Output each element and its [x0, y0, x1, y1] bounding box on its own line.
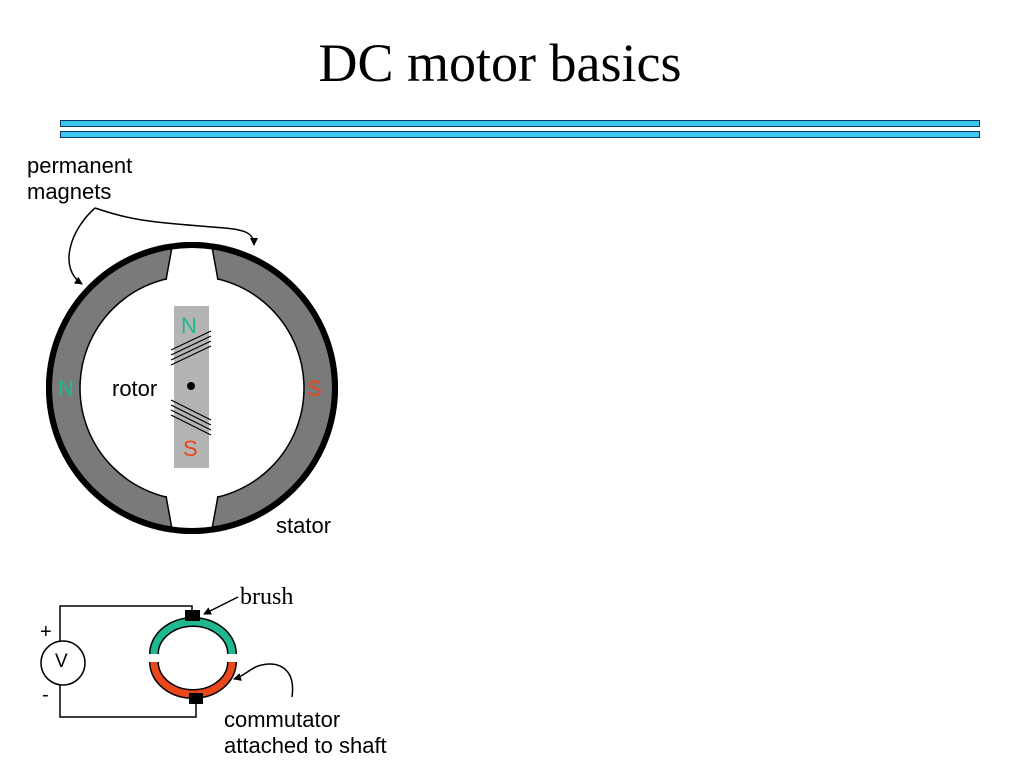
title-rule-top [60, 120, 980, 127]
rotor-winding-bottom [170, 399, 212, 436]
brush-label: brush [240, 584, 294, 610]
voltage-symbol: V [55, 651, 68, 672]
commutator-pointer-arrow [233, 663, 294, 698]
brush-bottom [189, 693, 203, 704]
rotor-north-pole: N [181, 313, 197, 338]
brush-pointer-arrow [203, 596, 239, 615]
stator-north-pole: N [58, 376, 74, 401]
commutator-label: commutator attached to shaft [224, 707, 387, 760]
brush-top [185, 610, 200, 621]
magnet-edge-top-left [165, 246, 173, 281]
magnet-edge-top-right [211, 246, 219, 281]
magnets-label-line1: permanent [27, 153, 133, 178]
rotor-label: rotor [112, 376, 158, 401]
magnets-pointer-arrow-left [68, 207, 96, 285]
rotor-shaft [187, 382, 195, 390]
plus-sign: + [40, 621, 52, 643]
rotor-south-pole: S [183, 436, 198, 461]
magnet-gap-top [166, 243, 218, 280]
voltage-source [40, 640, 86, 686]
commutator-label-line1: commutator [224, 707, 341, 732]
stator-ring-outline [46, 242, 338, 534]
rotor-winding-top [170, 330, 212, 366]
magnets-label: permanent magnets [27, 153, 132, 206]
stator-label: stator [276, 513, 332, 538]
minus-sign: - [42, 684, 49, 706]
magnets-pointer-arrow-right [94, 207, 258, 246]
magnet-edge-bottom-left [165, 495, 173, 530]
commutator-segment-north-fill [150, 618, 236, 655]
stator-south-pole: S [307, 376, 322, 401]
commutator-label-line2: attached to shaft [224, 733, 387, 759]
circuit-wires [59, 605, 197, 718]
magnet-edge-bottom-right [211, 495, 219, 530]
magnets-label-line2: magnets [27, 179, 112, 205]
magnet-gap-bottom [166, 496, 218, 533]
title-rule-bottom [60, 131, 980, 138]
slide-title: DC motor basics [318, 33, 682, 93]
